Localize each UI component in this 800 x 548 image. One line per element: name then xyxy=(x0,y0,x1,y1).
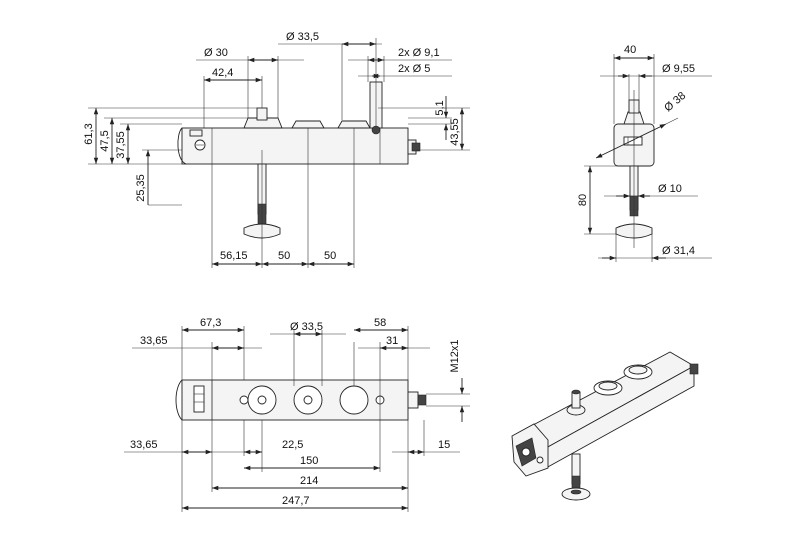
isometric-view xyxy=(511,351,699,501)
dim-150: 150 xyxy=(300,455,318,467)
dim-214: 214 xyxy=(300,475,318,487)
dim-43-55: 43,55 xyxy=(449,118,461,146)
dim-dia-10: Ø 10 xyxy=(658,183,682,195)
dim-50-b: 50 xyxy=(324,250,336,262)
dim-dia-5: 2x Ø 5 xyxy=(398,63,430,75)
side-view xyxy=(613,90,655,248)
front-view xyxy=(177,81,421,240)
dim-dia-33-5-top: Ø 33,5 xyxy=(286,31,319,43)
front-body xyxy=(181,127,409,165)
dim-dia-38: Ø 38 xyxy=(662,90,688,115)
dim-56-15: 56,15 xyxy=(220,250,248,262)
dim-dia-30: Ø 30 xyxy=(204,47,228,59)
dim-33-65-bottom: 33,65 xyxy=(130,439,158,451)
dim-25-35: 25,35 xyxy=(135,174,147,202)
front-button-2 xyxy=(337,120,371,129)
dim-67-3: 67,3 xyxy=(200,317,221,329)
top-latch xyxy=(193,385,205,413)
dim-dia-31-4: Ø 31,4 xyxy=(662,245,695,257)
dim-dia-9-55: Ø 9,55 xyxy=(662,63,695,75)
dim-dia-9-1: 2x Ø 9,1 xyxy=(398,47,440,59)
front-dimensions: Ø 33,5 Ø 30 42,4 2x Ø 9,1 2x Ø 5 5,1 61,… xyxy=(83,31,470,268)
dim-31: 31 xyxy=(386,335,398,347)
dim-61-3: 61,3 xyxy=(83,123,95,144)
dim-42-4: 42,4 xyxy=(212,67,233,79)
dim-50-a: 50 xyxy=(278,250,290,262)
side-label-plate xyxy=(623,136,643,146)
dim-247-7: 247,7 xyxy=(282,495,310,507)
front-button-1 xyxy=(291,120,325,129)
top-view xyxy=(175,379,427,421)
dim-15: 15 xyxy=(438,439,450,451)
dim-58: 58 xyxy=(374,317,386,329)
top-button-2 xyxy=(339,385,369,415)
top-dimensions: 67,3 Ø 33,5 58 33,65 31 M12x1 33,65 22,5… xyxy=(124,317,470,512)
dim-33-65-top: 33,65 xyxy=(140,335,168,347)
dim-37-55: 37,55 xyxy=(115,131,127,159)
dim-thread-m12: M12x1 xyxy=(449,339,461,372)
dim-47-5: 47,5 xyxy=(99,130,111,151)
dim-80: 80 xyxy=(577,194,589,206)
dim-dia-33-5-bottom: Ø 33,5 xyxy=(290,321,323,333)
dim-22-5: 22,5 xyxy=(282,439,303,451)
dim-40: 40 xyxy=(624,44,636,56)
